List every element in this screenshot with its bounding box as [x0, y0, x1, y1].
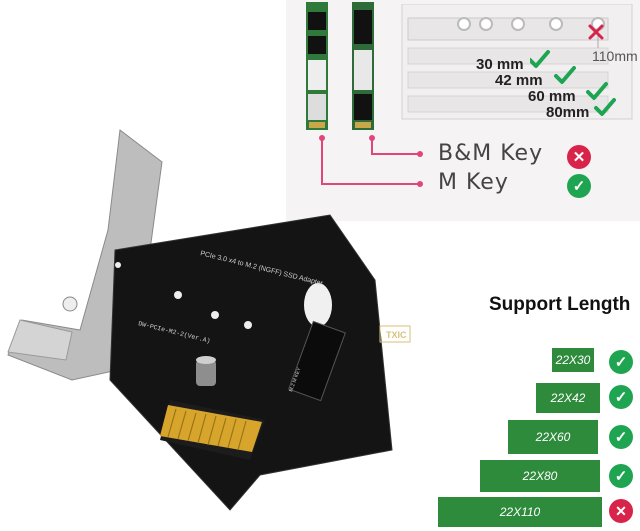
pcb-board: PCIe 3.0 x4 to M.2 (NGFF) SSD Adapter DW… [109, 214, 411, 511]
length-label-80: 80mm [546, 104, 590, 121]
check-icon-22x42: ✓ [609, 385, 633, 409]
key-connector-lines [319, 135, 423, 187]
length-bar-22x110: 22X110 [438, 497, 602, 527]
ssd-module-left [306, 2, 328, 130]
length-label-42: 42 mm [495, 72, 543, 89]
m-key-label: M Key [438, 170, 509, 195]
check-icon [530, 50, 616, 116]
length-bar-22x60: 22X60 [508, 420, 598, 454]
length-bar-22x80: 22X80 [480, 460, 600, 492]
txic-logo: TXIC [386, 330, 407, 340]
length-bar-22x30: 22X30 [552, 348, 594, 372]
m-key-check-icon: ✓ [567, 174, 591, 198]
mounting-cutout [304, 283, 332, 327]
bm-key-label: B&M Key [438, 141, 544, 166]
capacitor [196, 356, 216, 386]
gold-pcie-connector [160, 405, 262, 452]
length-label-30: 30 mm [476, 56, 524, 73]
ssd-modules [306, 2, 374, 130]
cross-icon [588, 24, 604, 40]
cross-icon-22x110: ✕ [609, 499, 633, 523]
txic-logo-frame [379, 325, 411, 343]
check-icon-22x60: ✓ [609, 425, 633, 449]
length-label-110: 110mm [592, 48, 638, 64]
check-icon-22x80: ✓ [609, 464, 633, 488]
m2-socket [288, 320, 346, 402]
length-label-60: 60 mm [528, 88, 576, 105]
support-length-title: Support Length [489, 294, 631, 315]
bm-key-cross-icon: ✕ [567, 145, 591, 169]
standoff-holes [115, 262, 252, 329]
check-icon-22x30: ✓ [609, 350, 633, 374]
ssd-module-right [352, 2, 374, 130]
length-bar-22x42: 22X42 [536, 383, 600, 413]
adapter-card-illustration: PCIe 3.0 x4 to M.2 (NGFF) SSD Adapter DW… [7, 129, 411, 511]
inset-marks [530, 24, 616, 116]
